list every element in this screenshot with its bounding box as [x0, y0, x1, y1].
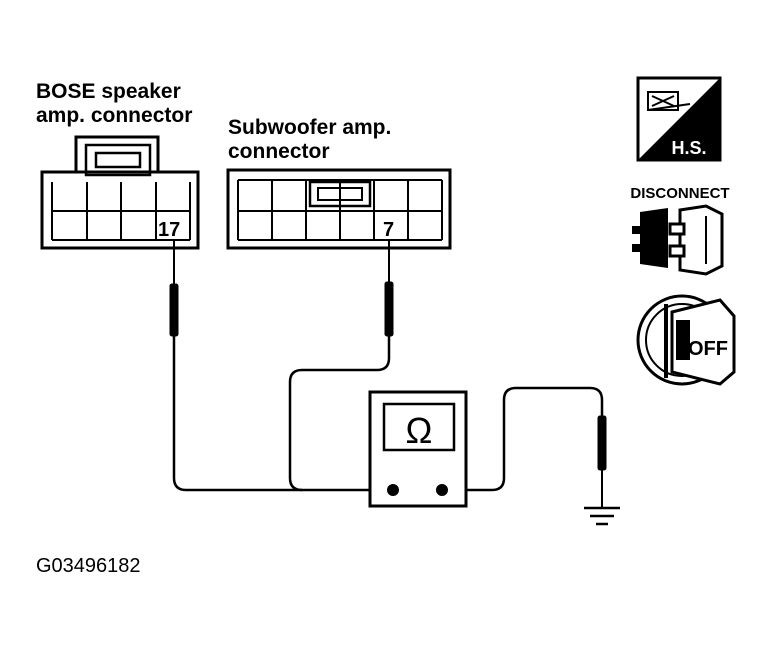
meter-terminal-left — [387, 484, 399, 496]
test-leads — [172, 336, 604, 492]
ignition-off-icon — [636, 294, 736, 386]
subwoofer-connector-label-line2: connector — [228, 140, 330, 163]
subwoofer-connector — [226, 168, 452, 250]
bose-connector-label-line1: BOSE speaker — [36, 80, 181, 103]
figure-id: G03496182 — [36, 555, 141, 577]
subwoofer-connector-label-line1: Subwoofer amp. — [228, 116, 391, 139]
meter-terminal-right — [436, 484, 448, 496]
bose-connector-label-line2: amp. connector — [36, 104, 192, 127]
ohmmeter — [368, 390, 468, 508]
bose-connector — [40, 135, 200, 250]
ohm-symbol: Ω — [406, 410, 433, 451]
harness-side-label: H.S. — [671, 138, 706, 158]
ground-symbol — [584, 506, 620, 526]
disconnect-label: DISCONNECT — [630, 185, 729, 202]
harness-side-icon — [636, 76, 722, 162]
subwoofer-probe — [384, 240, 394, 337]
subwoofer-pin-number: 7 — [383, 219, 394, 241]
disconnect-icon — [632, 204, 724, 276]
bose-probe — [169, 240, 179, 337]
bose-pin-number: 17 — [158, 219, 180, 241]
ground-probe — [597, 415, 607, 508]
ignition-off-label: OFF — [688, 338, 728, 360]
